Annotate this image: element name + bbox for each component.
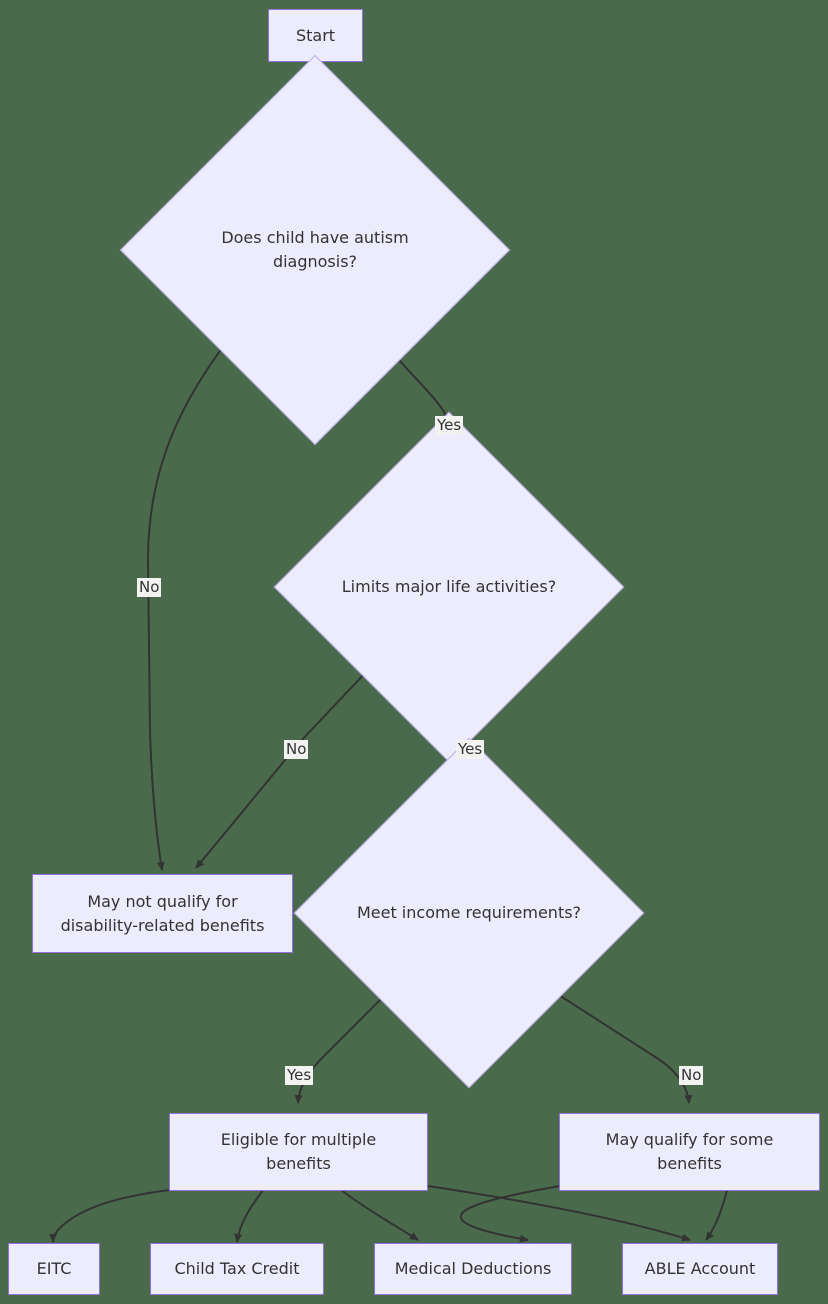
node-income-requirements[interactable]: Meet income requirements? [293,737,645,1089]
node-eligible-multiple-label: Eligible for multiple benefits [220,1130,377,1173]
edge-diagnosis-no-to-not-qualify [146,329,237,871]
node-medical-deductions[interactable]: Medical Deductions [374,1243,572,1295]
edge-eligible-to-eitc [49,1189,171,1243]
node-not-qualify[interactable]: May not qualify for disability-related b… [32,874,293,953]
node-limits-activities[interactable]: Limits major life activities? [273,411,625,763]
edge-eligible-to-able-account [427,1185,691,1242]
node-start[interactable]: Start [268,9,363,62]
node-may-qualify-some[interactable]: May qualify for some benefits [559,1113,820,1191]
node-eligible-multiple[interactable]: Eligible for multiple benefits [169,1113,428,1191]
node-not-qualify-label: May not qualify for disability-related b… [60,891,265,935]
node-eitc[interactable]: EITC [8,1243,100,1295]
edge-label-income-yes: Yes [285,1066,314,1086]
edge-label-income-no: No [679,1066,704,1086]
edge-label-diagnosis-no: No [137,578,162,598]
node-start-label: Start [295,25,336,45]
node-medical-deductions-label: Medical Deductions [394,1259,552,1278]
node-may-qualify-some-label: May qualify for some benefits [605,1130,774,1173]
node-child-tax-credit-label: Child Tax Credit [174,1259,300,1278]
edge-label-limits-no: No [284,740,309,760]
node-autism-diagnosis[interactable]: Does child have autism diagnosis? [119,54,511,446]
edge-may-qualify-to-able-account [705,1189,728,1241]
node-child-tax-credit[interactable]: Child Tax Credit [150,1243,324,1295]
node-able-account[interactable]: ABLE Account [622,1243,778,1295]
node-eitc-label: EITC [36,1259,72,1278]
node-limits-activities-label: Limits major life activities? [341,577,557,596]
edge-eligible-to-medical-deductions [340,1189,419,1241]
node-able-account-label: ABLE Account [644,1259,756,1278]
edge-eligible-to-child-tax-credit [234,1189,264,1243]
node-income-requirements-label: Meet income requirements? [356,903,582,922]
edge-label-diagnosis-yes: Yes [435,416,464,436]
edge-label-limits-yes: Yes [456,740,485,760]
node-autism-diagnosis-label: Does child have autism diagnosis? [221,228,409,271]
edge-may-qualify-to-medical-deductions [459,1185,561,1243]
